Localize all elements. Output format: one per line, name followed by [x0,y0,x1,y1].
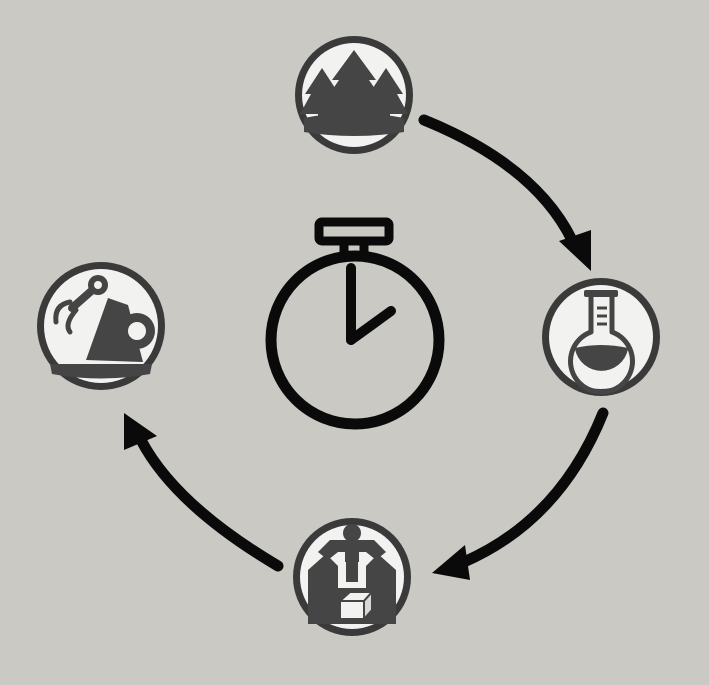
robot-node [37,262,165,390]
flask-node [542,278,660,396]
robotic-arm-icon [50,275,155,379]
arrow-forest-to-flask [418,114,591,271]
factory-press-icon [308,524,396,624]
arrow-flask-to-factory [432,407,609,580]
forest-node [295,36,413,154]
flask-icon [568,290,635,395]
arrow-factory-to-robot [124,413,284,572]
forest-icon [300,50,408,136]
stopwatch-icon [265,217,445,430]
factory-node [293,518,411,636]
